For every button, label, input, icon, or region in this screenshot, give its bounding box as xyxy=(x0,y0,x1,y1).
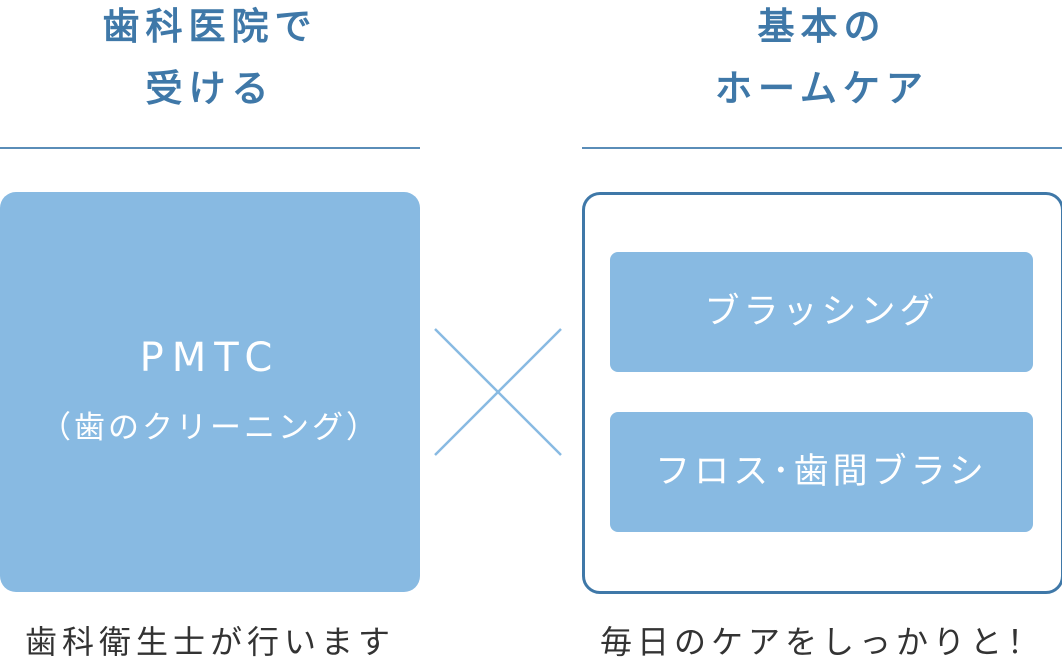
pmtc-box xyxy=(0,192,420,592)
left-heading: 歯科医院で 受ける xyxy=(0,0,420,120)
left-heading-line-1: 歯科医院で xyxy=(102,5,318,48)
right-caption: 毎日のケアをしっかりと！ xyxy=(599,623,1044,661)
left-caption: 歯科衛生士が行います xyxy=(24,623,395,661)
left-divider xyxy=(0,147,420,149)
cross-icon xyxy=(434,328,562,456)
brushing-item: ブラッシング xyxy=(610,252,1033,372)
pmtc-title: PMTC xyxy=(139,335,281,381)
right-divider xyxy=(582,147,1062,149)
right-heading-line-2: ホームケア xyxy=(715,67,929,110)
floss-interdental-item: フロス･歯間ブラシ xyxy=(610,412,1033,532)
right-heading: 基本の ホームケア xyxy=(582,0,1062,120)
left-heading-line-2: 受ける xyxy=(145,67,275,110)
right-heading-line-1: 基本の xyxy=(757,5,887,48)
pmtc-subtitle: （歯のクリーニング） xyxy=(40,410,380,446)
